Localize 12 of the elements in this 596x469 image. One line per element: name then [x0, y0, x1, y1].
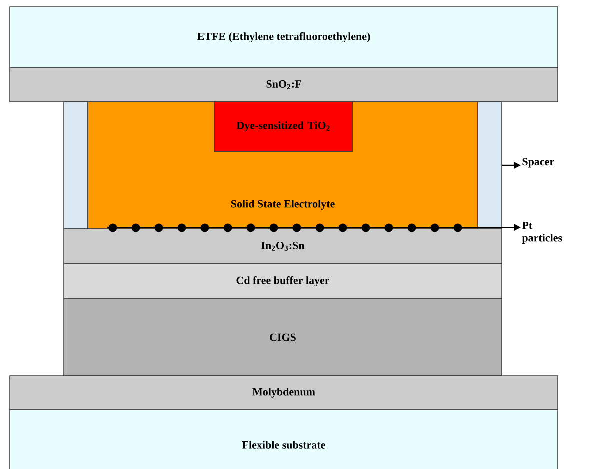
absorber-layer: CIGS — [64, 298, 502, 376]
film-layer: ETFE (Ethylene tetrafluoroethylene) — [10, 6, 558, 68]
callout-label: Spacer — [522, 158, 554, 168]
substrate-layer: Flexible substrate — [10, 410, 558, 469]
contact-layer: Molybdenum — [10, 376, 558, 410]
oxide-layer: In$_{2}$O$_{3}$:Sn — [64, 228, 502, 264]
buffer-layer: Cd free buffer layer — [64, 264, 502, 300]
callout-label: Pt particles — [522, 222, 562, 244]
oxide-layer: SnO$_{2}$:F — [10, 68, 558, 102]
spacer-bar — [478, 102, 502, 230]
dye-sensitized-block: Dye-sensitized TiO$_{2}$ — [214, 101, 353, 152]
spacer-bar — [64, 102, 88, 230]
